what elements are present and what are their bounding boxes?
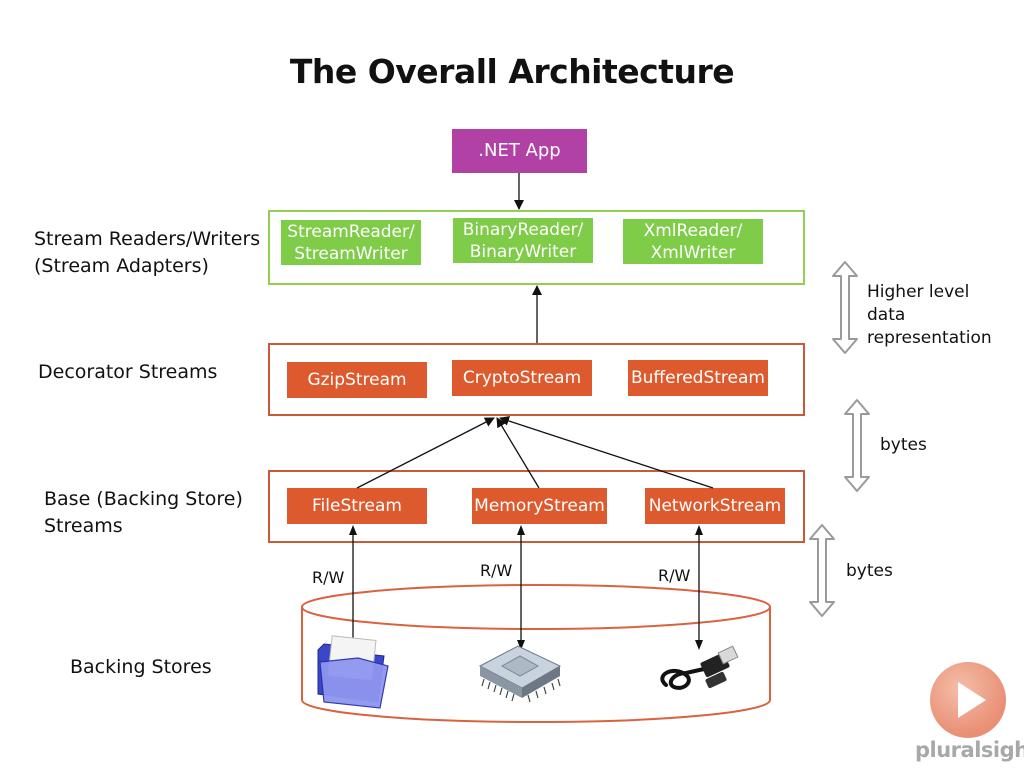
higher-level-line1: Higher level: [867, 282, 970, 302]
decorators-layer-label: Decorator Streams: [38, 361, 218, 383]
higher-level-line2: data: [867, 305, 906, 325]
binaryreader-line: BinaryReader/: [462, 219, 584, 240]
stores-layer-label: Backing Stores: [70, 656, 212, 678]
bytes-lower-double-arrow: [809, 524, 835, 617]
memorystream-box: MemoryStream: [472, 488, 607, 524]
networkstream-box: NetworkStream: [645, 488, 785, 524]
microchip-icon: [478, 645, 562, 703]
base-label-line1: Base (Backing Store): [44, 488, 243, 510]
xmlwriter-line: XmlWriter: [650, 242, 736, 263]
binaryreader-writer-box: BinaryReader/BinaryWriter: [453, 218, 593, 263]
streamreader-writer-box: StreamReader/StreamWriter: [281, 220, 421, 265]
xmlreader-writer-box: XmlReader/XmlWriter: [623, 219, 763, 264]
page-title: The Overall Architecture: [289, 52, 735, 91]
higher-level-double-arrow: [832, 261, 858, 354]
rw-label-memory: R/W: [480, 561, 513, 580]
adapters-layer-label: Stream Readers/Writers (Stream Adapters): [34, 226, 260, 280]
base-layer-label: Base (Backing Store) Streams: [44, 486, 243, 540]
cryptostream-box: CryptoStream: [452, 360, 592, 396]
bytes-upper-label: bytes: [880, 435, 927, 455]
bytes-lower-label: bytes: [846, 561, 893, 581]
pluralsight-play-icon: [930, 662, 1006, 738]
pluralsight-logo-text: pluralsight: [915, 738, 1024, 762]
networkstream-to-decorators-arrow: [499, 416, 714, 489]
higher-level-label: Higher level data representation: [867, 281, 992, 350]
backing-store-cylinder: [301, 584, 771, 723]
filestream-to-decorators-arrow: [356, 417, 495, 489]
streamreader-line: StreamReader/: [287, 221, 415, 242]
network-cable-icon: [660, 645, 739, 690]
base-label-line2: Streams: [44, 515, 123, 537]
rw-label-network: R/W: [658, 566, 691, 585]
higher-level-line3: representation: [867, 328, 992, 348]
bytes-upper-double-arrow: [844, 399, 870, 492]
filestream-box: FileStream: [287, 488, 427, 524]
rw-label-file: R/W: [312, 568, 345, 587]
adapters-label-line1: Stream Readers/Writers: [34, 228, 261, 250]
gzipstream-box: GzipStream: [287, 362, 427, 398]
adapters-label-line2: (Stream Adapters): [34, 255, 209, 277]
folder-icon: [317, 635, 389, 709]
binarywriter-line: BinaryWriter: [469, 241, 577, 262]
memorystream-to-decorators-arrow: [496, 417, 540, 489]
dotnet-app-box: .NET App: [452, 129, 587, 173]
bufferedstream-box: BufferedStream: [628, 360, 768, 396]
xmlreader-line: XmlReader/: [643, 220, 743, 241]
streamwriter-line: StreamWriter: [294, 243, 408, 264]
